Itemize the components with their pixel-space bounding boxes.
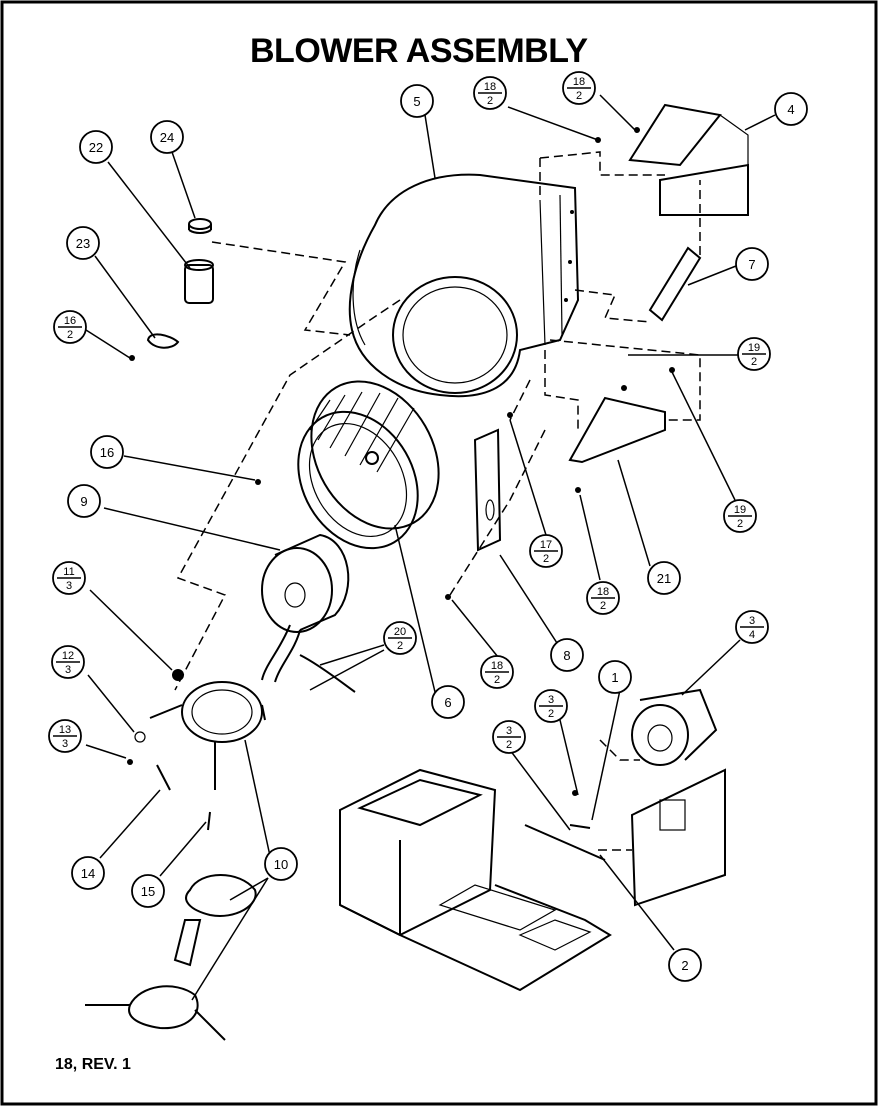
top-panel-drawing bbox=[628, 103, 749, 216]
svg-text:12: 12 bbox=[62, 650, 74, 662]
callout-11-3: 11 3 bbox=[52, 561, 86, 595]
svg-text:2: 2 bbox=[67, 329, 73, 341]
revision-footer: 18, REV. 1 bbox=[55, 1056, 131, 1073]
svg-text:2: 2 bbox=[576, 90, 582, 102]
callout-23: 23 bbox=[66, 226, 100, 260]
svg-text:2: 2 bbox=[397, 640, 403, 652]
svg-text:14: 14 bbox=[81, 866, 95, 881]
callout-3-2-b: 3 2 bbox=[534, 689, 568, 723]
svg-text:4: 4 bbox=[749, 629, 755, 641]
svg-text:8: 8 bbox=[563, 648, 570, 663]
svg-text:2: 2 bbox=[681, 958, 688, 973]
callout-18-2-c: 18 2 bbox=[480, 655, 514, 689]
bracket-1-drawing bbox=[569, 824, 591, 829]
svg-text:7: 7 bbox=[748, 257, 755, 272]
callout-20-2: 20 2 bbox=[383, 621, 417, 655]
callout-16: 16 bbox=[90, 435, 124, 469]
svg-text:2: 2 bbox=[487, 95, 493, 107]
callout-14: 14 bbox=[71, 856, 105, 890]
callout-5: 5 bbox=[400, 84, 434, 118]
svg-text:2: 2 bbox=[506, 739, 512, 751]
callout-21: 21 bbox=[647, 561, 681, 595]
callout-10: 10 bbox=[264, 847, 298, 881]
callout-18-2-a: 18 2 bbox=[473, 76, 507, 110]
callout-2: 2 bbox=[668, 948, 702, 982]
bracket-21-drawing bbox=[568, 396, 666, 464]
svg-text:5: 5 bbox=[413, 94, 420, 109]
callout-24: 24 bbox=[150, 120, 184, 154]
svg-text:3: 3 bbox=[66, 580, 72, 592]
svg-text:16: 16 bbox=[100, 445, 114, 460]
motor-mount-drawing bbox=[85, 681, 266, 1041]
callout-15: 15 bbox=[131, 874, 165, 908]
svg-text:22: 22 bbox=[89, 140, 103, 155]
bracket-7-drawing bbox=[648, 246, 702, 322]
capacitor-drawing bbox=[129, 218, 214, 361]
svg-text:2: 2 bbox=[548, 708, 554, 720]
svg-text:18: 18 bbox=[573, 76, 585, 88]
assembly-dashed-lines bbox=[174, 151, 701, 851]
svg-text:15: 15 bbox=[141, 884, 155, 899]
svg-text:19: 19 bbox=[734, 504, 746, 516]
svg-text:24: 24 bbox=[160, 130, 174, 145]
blower-wheel-drawing bbox=[297, 380, 440, 550]
svg-text:16: 16 bbox=[64, 315, 76, 327]
svg-text:4: 4 bbox=[787, 102, 794, 117]
rod-2-drawing bbox=[524, 824, 606, 861]
callout-12-3: 12 3 bbox=[51, 645, 85, 679]
callout-4: 4 bbox=[774, 92, 808, 126]
svg-text:19: 19 bbox=[748, 342, 760, 354]
svg-text:10: 10 bbox=[274, 857, 288, 872]
callout-6: 6 bbox=[431, 685, 465, 719]
svg-text:2: 2 bbox=[600, 600, 606, 612]
svg-text:20: 20 bbox=[394, 626, 406, 638]
callout-7: 7 bbox=[735, 247, 769, 281]
motor-drawing bbox=[261, 533, 356, 693]
svg-text:1: 1 bbox=[611, 670, 618, 685]
callout-13-3: 13 3 bbox=[48, 719, 82, 753]
cabinet-base-drawing bbox=[339, 768, 612, 992]
svg-text:11: 11 bbox=[63, 566, 74, 578]
svg-text:18: 18 bbox=[484, 81, 496, 93]
blower-housing-drawing bbox=[348, 173, 580, 398]
svg-text:13: 13 bbox=[59, 724, 71, 736]
screws-drawing bbox=[127, 127, 675, 831]
callout-3-2-a: 3 2 bbox=[492, 720, 526, 754]
svg-text:3: 3 bbox=[749, 615, 755, 627]
callout-3-4: 3 4 bbox=[735, 610, 769, 644]
callout-16-2: 16 2 bbox=[53, 310, 87, 344]
svg-text:21: 21 bbox=[657, 571, 671, 586]
svg-text:3: 3 bbox=[548, 694, 554, 706]
callout-17-2: 17 2 bbox=[529, 534, 563, 568]
callout-18-2-d: 18 2 bbox=[586, 581, 620, 615]
leader-lines bbox=[85, 94, 776, 1001]
svg-text:6: 6 bbox=[444, 695, 451, 710]
svg-text:9: 9 bbox=[80, 494, 87, 509]
callout-8: 8 bbox=[550, 638, 584, 672]
svg-text:18: 18 bbox=[597, 586, 609, 598]
callout-22: 22 bbox=[79, 130, 113, 164]
svg-text:18: 18 bbox=[491, 660, 503, 672]
svg-text:2: 2 bbox=[751, 356, 757, 368]
callout-1: 1 bbox=[598, 660, 632, 694]
svg-text:17: 17 bbox=[540, 539, 552, 551]
callout-9: 9 bbox=[67, 484, 101, 518]
svg-text:3: 3 bbox=[62, 738, 68, 750]
svg-text:2: 2 bbox=[543, 553, 549, 565]
bracket-8-drawing bbox=[473, 428, 502, 552]
callout-19-2-b: 19 2 bbox=[723, 499, 757, 533]
callout-19-2-a: 19 2 bbox=[737, 337, 771, 371]
svg-text:2: 2 bbox=[494, 674, 500, 686]
svg-text:3: 3 bbox=[506, 725, 512, 737]
svg-text:2: 2 bbox=[737, 518, 743, 530]
callout-18-2-b: 18 2 bbox=[562, 71, 596, 105]
svg-text:23: 23 bbox=[76, 236, 90, 251]
diagram-title: BLOWER ASSEMBLY bbox=[250, 32, 588, 70]
svg-text:3: 3 bbox=[65, 664, 71, 676]
inducer-motor-drawing bbox=[630, 688, 726, 907]
